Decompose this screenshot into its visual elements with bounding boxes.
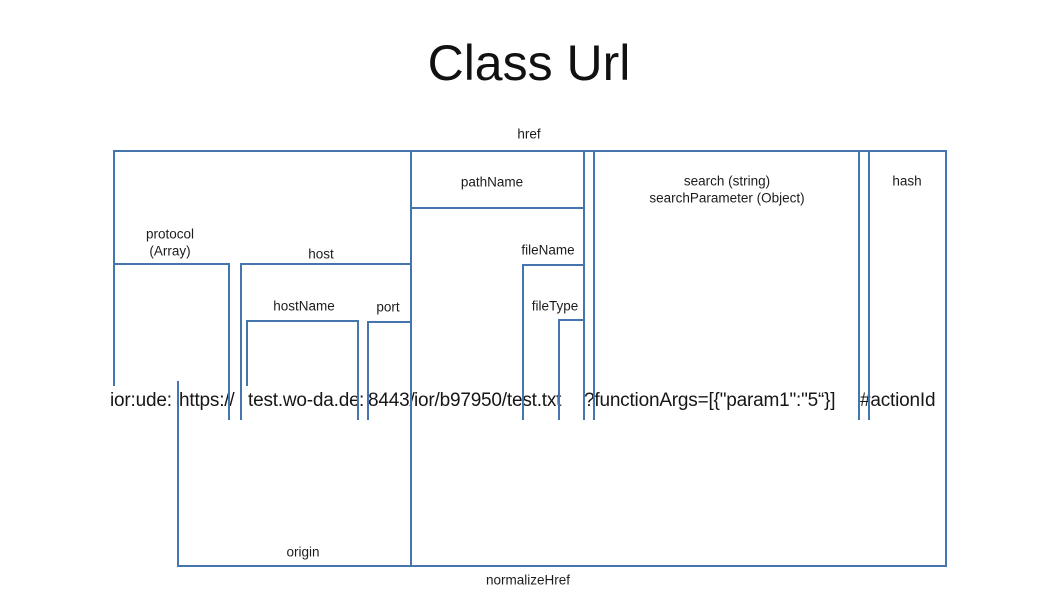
line-port-bracket-top [367, 321, 412, 323]
line-normalizehref-bottom [177, 565, 947, 567]
url-segment-5: ior/b97950/test.txt [414, 390, 562, 411]
line-hostname-bracket-top [246, 320, 357, 322]
url-segment-2: test.wo-da.de [248, 390, 360, 411]
page-title: Class Url [427, 35, 631, 91]
label-href: href [517, 126, 541, 142]
line-pathname-right [583, 150, 585, 420]
label-pathName: pathName [460, 174, 524, 190]
line-hostname-left [246, 320, 248, 386]
label-search: search (string) searchParameter (Object) [649, 173, 805, 205]
url-segment-1: https:// [179, 390, 235, 411]
line-href-top [113, 150, 947, 152]
url-segment-3: : [359, 390, 365, 411]
line-search-left [593, 150, 595, 420]
label-protocol: protocol (Array) [145, 226, 195, 258]
line-href-right [945, 150, 947, 567]
label-hash: hash [892, 173, 922, 189]
line-protocol-bracket-top [113, 263, 228, 265]
line-hash-left [868, 150, 870, 420]
line-filename-left [522, 264, 524, 420]
line-filetype-left [558, 319, 560, 420]
url-segment-0: ior:ude: [110, 390, 172, 411]
line-host-bracket-top [240, 263, 412, 265]
line-search-right [858, 150, 860, 420]
line-filetype-bracket-top [558, 319, 583, 321]
url-segment-7: #actionId [860, 390, 936, 411]
label-normalizeHref: normalizeHref [485, 572, 571, 588]
label-origin: origin [286, 544, 320, 560]
url-segment-6: ?functionArgs=[{"param1":"5“}] [584, 390, 836, 411]
line-filename-bracket-top [522, 264, 583, 266]
label-host: host [308, 246, 334, 262]
label-port: port [376, 299, 400, 315]
line-origin-left [177, 381, 179, 567]
line-protocol-right [228, 263, 230, 420]
line-center-divider [410, 150, 412, 567]
line-host-left [240, 263, 242, 420]
line-href-left [113, 150, 115, 386]
label-fileName: fileName [521, 242, 575, 258]
label-fileType: fileType [531, 298, 579, 314]
line-pathname-box-bottom [411, 207, 583, 209]
url-segment-4: 8443/ [368, 390, 415, 411]
line-hostname-right [357, 320, 359, 420]
line-port-left [367, 321, 369, 420]
label-hostName: hostName [273, 298, 335, 314]
